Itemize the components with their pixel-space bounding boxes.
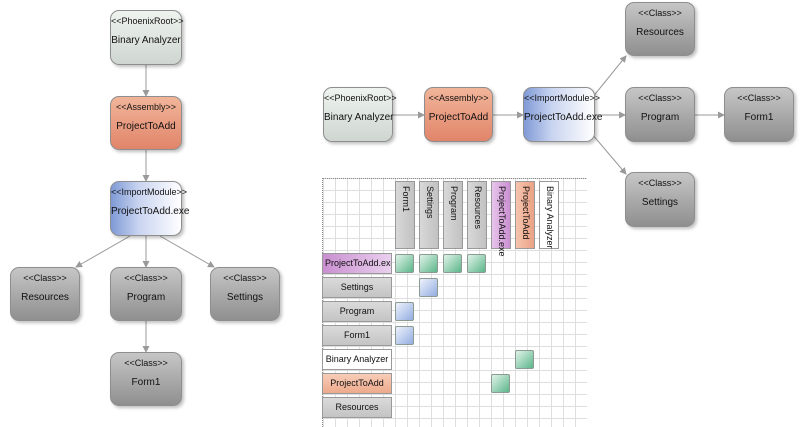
stereotype-label: <<ImportModule>>: [111, 187, 188, 197]
node-binary-analyzer-h[interactable]: <<PhoenixRoot>> Binary Analyzer: [323, 87, 397, 142]
matrix-row-header[interactable]: Binary Analyzer: [322, 349, 392, 370]
matrix-col-header[interactable]: Form1: [395, 181, 415, 249]
matrix-col-header[interactable]: ProjectToAdd: [515, 181, 535, 249]
matrix-cell[interactable]: [395, 302, 414, 321]
stereotype-label: <<ImportModule>>: [524, 93, 601, 103]
node-project-to-add-exe[interactable]: <<ImportModule>> ProjectToAdd.exe: [110, 181, 190, 236]
node-name: ProjectToAdd.exe: [111, 206, 190, 217]
node-binary-analyzer[interactable]: <<PhoenixRoot>> Binary Analyzer: [110, 10, 184, 65]
node-settings[interactable]: <<Class>> Settings: [210, 267, 280, 321]
matrix-col-header[interactable]: Settings: [419, 181, 439, 249]
matrix-col-header[interactable]: Binary Analyzer: [539, 181, 559, 249]
stereotype-label: <<Assembly>>: [428, 93, 489, 103]
node-settings-h[interactable]: <<Class>> Settings: [625, 172, 695, 227]
node-resources-h[interactable]: <<Class>> Resources: [625, 2, 695, 56]
matrix-row-header[interactable]: Settings: [322, 277, 392, 298]
matrix-cell[interactable]: [419, 254, 438, 273]
edge-module-to-resources-h: [591, 55, 627, 99]
stereotype-label: <<Class>>: [638, 8, 682, 18]
matrix-cell[interactable]: [419, 278, 438, 297]
matrix-cell[interactable]: [443, 254, 462, 273]
edge-module-to-settings: [159, 235, 215, 268]
matrix-cell[interactable]: [467, 254, 486, 273]
matrix-top-border: [322, 178, 586, 180]
stereotype-label: <<PhoenixRoot>>: [111, 16, 184, 26]
stereotype-label: <<Class>>: [638, 93, 682, 103]
matrix-col-header[interactable]: Program: [443, 181, 463, 249]
node-form1-h[interactable]: <<Class>> Form1: [724, 87, 794, 142]
node-project-to-add[interactable]: <<Assembly>> ProjectToAdd: [110, 96, 182, 150]
node-name: Form1: [131, 377, 161, 388]
matrix-cell[interactable]: [395, 326, 414, 345]
matrix-row-header[interactable]: Resources: [322, 397, 392, 418]
node-project-to-add-exe-h[interactable]: <<ImportModule>> ProjectToAdd.exe: [523, 87, 603, 142]
node-name: Program: [126, 292, 166, 303]
matrix-col-header[interactable]: Resources: [467, 181, 487, 249]
stereotype-label: <<Class>>: [223, 273, 267, 283]
stereotype-label: <<Assembly>>: [115, 102, 177, 112]
node-project-to-add-h[interactable]: <<Assembly>> ProjectToAdd: [424, 87, 493, 142]
stereotype-label: <<PhoenixRoot>>: [324, 93, 397, 103]
node-program[interactable]: <<Class>> Program: [110, 267, 182, 321]
node-resources[interactable]: <<Class>> Resources: [10, 267, 80, 321]
node-name: Resources: [21, 292, 69, 303]
node-name: Program: [640, 112, 680, 123]
matrix-cell[interactable]: [515, 350, 534, 369]
node-name: Settings: [641, 197, 679, 208]
stereotype-label: <<Class>>: [737, 93, 781, 103]
node-name: ProjectToAdd: [428, 112, 489, 123]
matrix-row-header[interactable]: ProjectToAdd.exe: [322, 253, 392, 274]
node-program-h[interactable]: <<Class>> Program: [625, 87, 695, 142]
matrix-cell[interactable]: [395, 254, 414, 273]
stereotype-label: <<Class>>: [124, 358, 168, 368]
node-name: Binary Analyzer: [111, 35, 181, 46]
stereotype-label: <<Class>>: [124, 273, 168, 283]
node-name: ProjectToAdd: [116, 121, 176, 132]
edge-module-to-settings-h: [591, 133, 627, 175]
edge-module-to-resources: [75, 235, 131, 268]
matrix-row-header[interactable]: Form1: [322, 325, 392, 346]
matrix-row-header[interactable]: ProjectToAdd: [322, 373, 392, 394]
stereotype-label: <<Class>>: [638, 178, 682, 188]
stereotype-label: <<Class>>: [23, 273, 67, 283]
node-name: ProjectToAdd.exe: [524, 112, 603, 123]
node-name: Binary Analyzer: [324, 112, 394, 123]
matrix-cell[interactable]: [491, 374, 510, 393]
matrix-col-header[interactable]: ProjectToAdd.exe: [491, 181, 511, 257]
node-form1[interactable]: <<Class>> Form1: [110, 352, 182, 406]
matrix-row-header[interactable]: Program: [322, 301, 392, 322]
node-name: Form1: [744, 112, 774, 123]
node-name: Settings: [226, 292, 264, 303]
node-name: Resources: [636, 27, 684, 38]
